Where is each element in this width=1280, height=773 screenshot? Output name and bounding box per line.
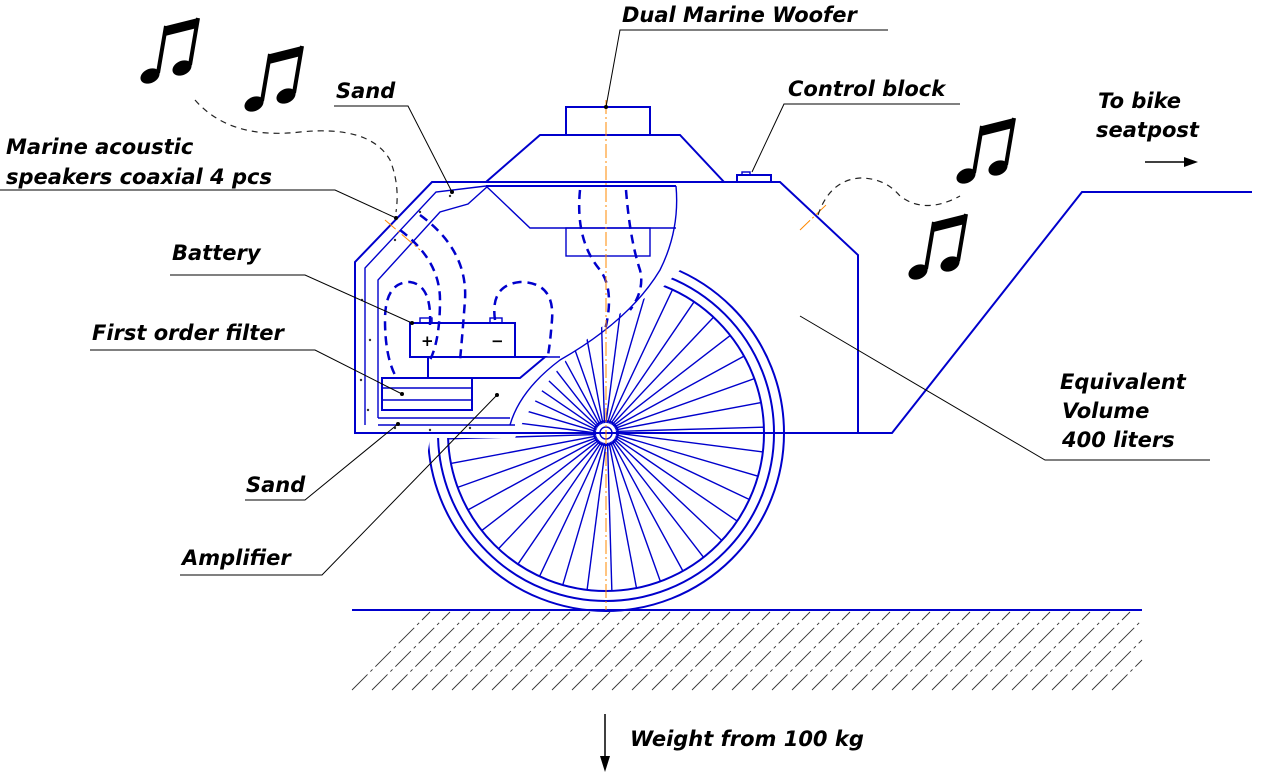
sand-bottom-label: Sand	[246, 473, 306, 497]
wheel-spoke	[481, 439, 600, 532]
music-note-icon	[903, 212, 968, 285]
wheel-spoke	[609, 441, 662, 582]
battery-minus-label: −	[491, 332, 504, 350]
amplifier	[427, 356, 560, 379]
music-note-icon	[135, 16, 200, 89]
wheel-spoke	[615, 435, 750, 501]
wheel-spoke	[562, 442, 606, 586]
wheel-spoke	[608, 289, 674, 424]
volume-label-line1: Equivalent	[1060, 370, 1187, 394]
bike-label-line2: seatpost	[1096, 118, 1200, 142]
wheel-spoke	[612, 334, 731, 427]
wheel-spoke	[614, 377, 755, 430]
control-block	[736, 171, 772, 183]
wheel-spoke	[611, 316, 715, 426]
leader-lines	[0, 29, 1210, 576]
arrow-down-icon	[600, 714, 610, 772]
wheel-spoke	[467, 438, 599, 511]
woofer-label: Dual Marine Woofer	[622, 3, 858, 27]
wheel-spoke	[606, 280, 650, 424]
wheel-spoke	[615, 432, 763, 453]
wheel-spoke	[606, 442, 613, 591]
wheel-spoke	[615, 426, 764, 433]
cabinet	[354, 181, 1252, 434]
wheel-spoke	[613, 355, 745, 428]
wheel-spoke	[449, 413, 597, 434]
wheel-spoke	[609, 301, 695, 425]
wheel-spoke	[611, 440, 684, 572]
wheel-spoke	[538, 442, 604, 577]
wheel-spoke	[615, 433, 759, 477]
wheel-spoke	[586, 442, 607, 590]
wheel-spoke	[507, 308, 600, 427]
wheel-spoke	[489, 324, 599, 428]
first-order-filter	[381, 377, 473, 411]
amplifier-label: Amplifier	[180, 546, 292, 570]
wheel-spoke	[599, 275, 606, 424]
speakers-label-line1: Marine acoustic	[6, 135, 194, 159]
woofer-assembly	[483, 100, 727, 610]
bike-label-line1: To bike	[1098, 89, 1181, 113]
ground-hatching	[351, 611, 1143, 691]
wheel-spoke	[613, 438, 723, 542]
sand-texture	[359, 194, 472, 432]
speakers-label-line2: speakers coaxial 4 pcs	[6, 165, 272, 189]
filter-label: First order filter	[92, 321, 285, 345]
wheel-spoke	[450, 435, 597, 465]
wheel-spokes	[448, 275, 764, 591]
battery-label: Battery	[172, 241, 262, 265]
sound-wave-left	[194, 99, 398, 213]
wheel-spoke	[605, 276, 626, 424]
wheel	[427, 254, 785, 612]
wheel-spoke	[528, 294, 601, 426]
wheel-spoke	[615, 401, 762, 431]
wheel-spoke	[448, 433, 597, 440]
volume-label-line3: 400 liters	[1061, 428, 1175, 452]
speaker-sound-paths	[383, 204, 827, 376]
wheel-spoke	[612, 439, 705, 558]
sound-wave-right	[817, 177, 961, 216]
ground	[351, 609, 1143, 691]
wheel-spoke	[457, 436, 598, 489]
wheel-spoke	[462, 365, 597, 431]
music-note-icon	[951, 116, 1016, 189]
wheel-spoke	[614, 436, 738, 522]
battery-plus-label: +	[421, 332, 434, 350]
control-block-label: Control block	[788, 77, 947, 101]
wheel-spoke	[608, 442, 638, 589]
wheel-spoke	[517, 441, 603, 565]
volume-label-line2: Volume	[1062, 399, 1149, 423]
weight-label: Weight from 100 kg	[630, 727, 864, 751]
wheel-spoke	[497, 440, 601, 550]
sand-top-label: Sand	[336, 79, 396, 103]
arrow-right-icon	[1145, 157, 1198, 167]
music-note-icon	[239, 44, 304, 117]
